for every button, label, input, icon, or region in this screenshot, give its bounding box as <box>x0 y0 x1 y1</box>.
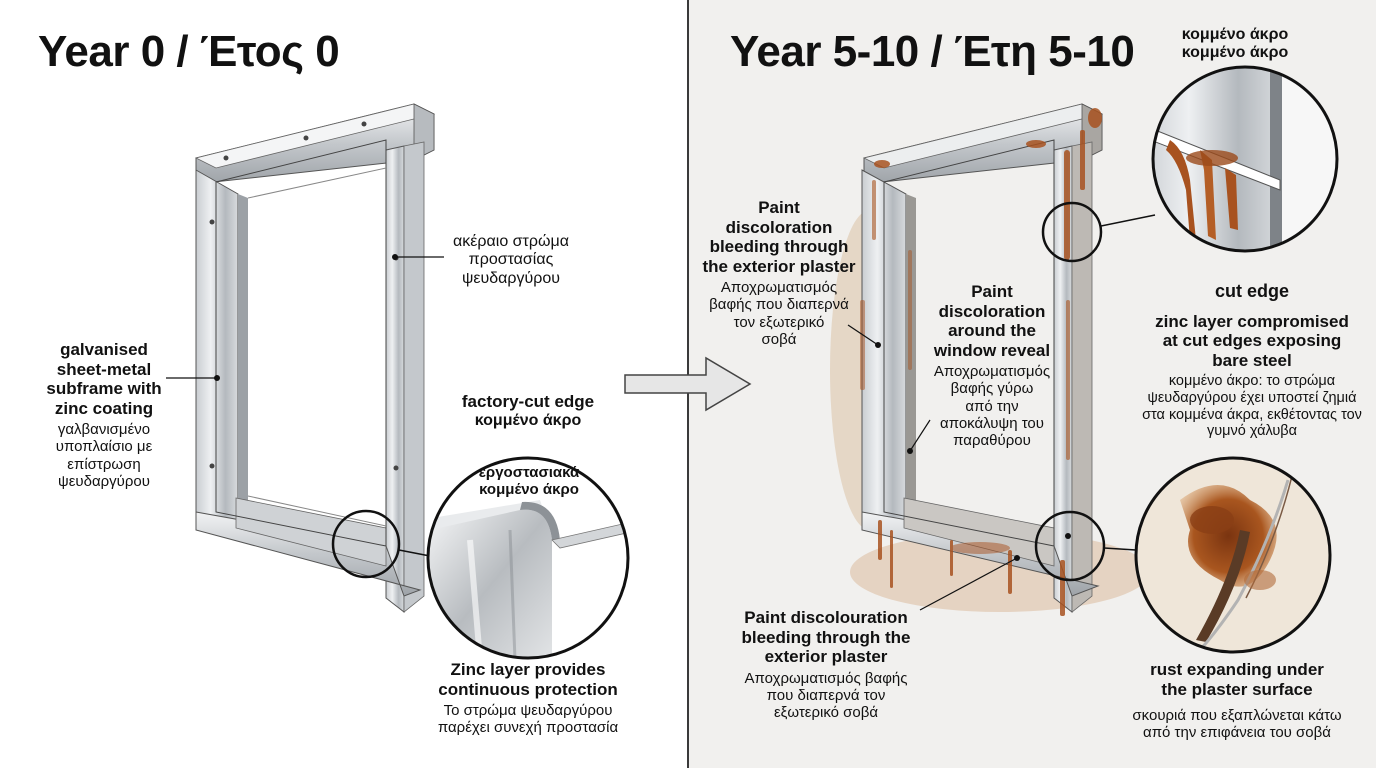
label-paint-discoloration-left: Paint discoloration bleeding through the… <box>702 198 856 348</box>
new-subframe <box>194 103 436 614</box>
title-year-5-10: Year 5-10 / Έτη 5-10 <box>730 27 1135 76</box>
label-cut-edge-compromised: cut edge zinc layer compromised at cut e… <box>1142 281 1362 440</box>
rust-inset <box>1134 456 1332 654</box>
label-paint-discoloration-reveal: Paint discoloration around the window re… <box>933 282 1051 450</box>
label-zinc-protection: Zinc layer provides continuous protectio… <box>437 660 619 737</box>
rust-marker <box>1034 510 1106 582</box>
label-factory-cut-edge: factory-cut edge κομμένο άκρο <box>461 392 595 429</box>
label-rust-expanding: rust expanding under the plaster surface… <box>1132 660 1342 742</box>
title-year-0: Year 0 / Έτος 0 <box>38 27 340 76</box>
label-paint-discolouration-bottom: Paint discolouration bleeding through th… <box>741 608 911 722</box>
transition-arrow <box>624 356 752 412</box>
label-subframe: galvanised sheet-metal subframe with zin… <box>46 340 162 490</box>
label-intact-zinc: ακέραιο στρώμα προστασίας ψευδαργύρου <box>453 233 569 287</box>
factory-edge-inset <box>426 456 630 660</box>
label-cut-edge-top: κομμένο άκρο κομμένο άκρο <box>1181 26 1289 62</box>
factory-edge-marker <box>331 509 401 579</box>
cut-edge-inset <box>1151 65 1339 253</box>
label-inset-factory-edge: εργοστασιακά κομμένο άκρο <box>478 464 580 499</box>
cut-edge-marker <box>1041 201 1103 263</box>
